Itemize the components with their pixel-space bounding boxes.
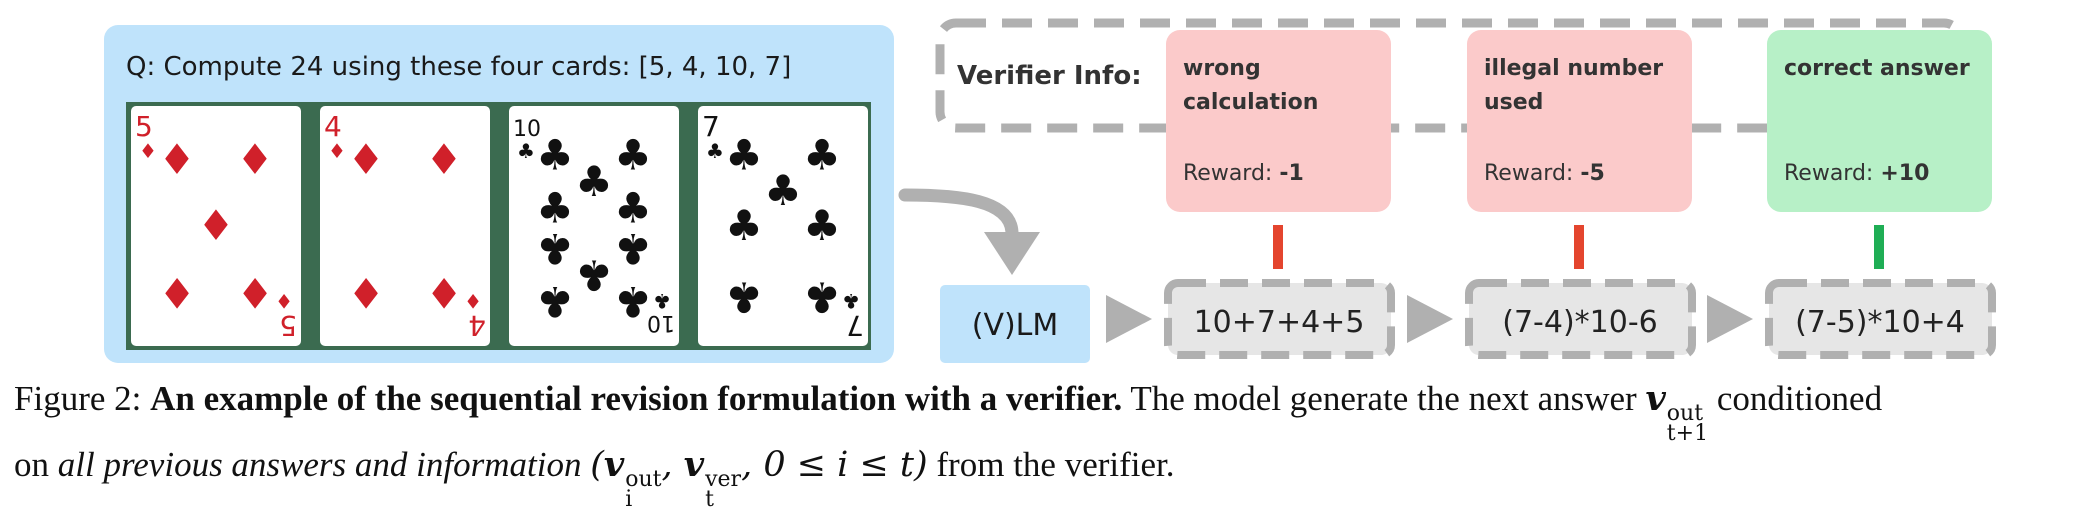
- reward-text: Reward: -1: [1183, 161, 1304, 186]
- reward-text: Reward: +10: [1784, 161, 1929, 186]
- card-rank: 10: [513, 117, 541, 142]
- club-pip-icon: ♣: [536, 277, 574, 326]
- club-pip-icon: ♣: [803, 272, 841, 321]
- verifier-info-box: [1467, 30, 1692, 212]
- playing-card: [320, 106, 490, 346]
- caption-text-1: The model generate the next answer: [1130, 379, 1637, 418]
- caption-line-2: on all previous answers and information …: [14, 444, 2089, 512]
- card-rank-flipped: 10: [647, 310, 675, 335]
- club-pip-icon: ♣: [575, 250, 613, 299]
- answer-box: [1465, 279, 1696, 359]
- verifier-info-box: [1166, 30, 1391, 212]
- club-pip-icon: ♣: [536, 183, 574, 232]
- club-pip-icon: ♣: [614, 131, 652, 180]
- caption-text-3: on: [14, 445, 49, 484]
- verifier-connector: [1273, 225, 1283, 269]
- flow-arrow-icon: [1106, 295, 1152, 343]
- club-pip-icon: ♣: [803, 131, 841, 180]
- answer-box: [1765, 279, 1996, 359]
- verifier-info-text: correct answer: [1784, 56, 1970, 81]
- input-arrow-head: [984, 232, 1040, 275]
- diamond-pip-icon: ♦: [236, 135, 274, 184]
- caption-italic: all previous answers and information: [57, 445, 582, 484]
- answer-box: [1164, 279, 1395, 359]
- verifier-info-text: used: [1484, 90, 1543, 115]
- verifier-label: Verifier Info:: [957, 61, 1142, 91]
- club-pip-icon: ♣: [575, 157, 613, 206]
- verifier-info-box: [1767, 30, 1992, 212]
- club-pip-icon: ♣: [725, 201, 763, 250]
- card-corner-suit-icon-flipped: ♣: [653, 289, 671, 313]
- model-box: [940, 285, 1090, 363]
- card-rank-flipped: 5: [279, 309, 297, 342]
- playing-card: [509, 106, 679, 346]
- club-pip-icon: ♣: [536, 131, 574, 180]
- caption-line-1: Figure 2: An example of the sequential r…: [14, 378, 2089, 446]
- verifier-info-text: wrong: [1183, 56, 1261, 81]
- verifier-info-text: illegal number: [1484, 56, 1663, 81]
- diamond-pip-icon: ♦: [158, 268, 196, 317]
- answer-text: (7-4)*10-6: [1502, 305, 1658, 340]
- caption-text-2: conditioned: [1716, 379, 1883, 418]
- club-pip-icon: ♣: [764, 166, 802, 215]
- club-pip-icon: ♣: [614, 224, 652, 273]
- club-pip-icon: ♣: [725, 272, 763, 321]
- caption-title: An example of the sequential revision fo…: [150, 379, 1123, 418]
- card-corner-suit-icon-flipped: ♦: [464, 289, 482, 313]
- card-rank: 4: [324, 110, 342, 143]
- model-label: (V)LM: [972, 308, 1059, 343]
- diamond-pip-icon: ♦: [425, 268, 463, 317]
- diamond-pip-icon: ♦: [158, 135, 196, 184]
- caption-figure-label: Figure 2:: [14, 379, 142, 418]
- input-arrow: [898, 188, 1019, 239]
- verifier-connector: [1874, 225, 1884, 269]
- playing-card: [698, 106, 868, 346]
- card-rank: 5: [135, 110, 153, 143]
- answer-text: (7-5)*10+4: [1795, 305, 1965, 340]
- reward-value: -1: [1279, 161, 1303, 186]
- card-rank: 7: [702, 110, 720, 143]
- club-pip-icon: ♣: [536, 224, 574, 273]
- club-pip-icon: ♣: [803, 201, 841, 250]
- diamond-pip-icon: ♦: [425, 135, 463, 184]
- flow-arrow-icon: [1707, 295, 1753, 343]
- verifier-connector: [1574, 225, 1584, 269]
- verifier-info-text: calculation: [1183, 90, 1318, 115]
- club-pip-icon: ♣: [725, 131, 763, 180]
- club-pip-icon: ♣: [614, 183, 652, 232]
- diamond-pip-icon: ♦: [197, 201, 235, 250]
- flow-arrow-icon: [1407, 295, 1453, 343]
- diamond-pip-icon: ♦: [236, 268, 274, 317]
- caption-text-4: from the verifier.: [936, 445, 1175, 484]
- diamond-pip-icon: ♦: [347, 268, 385, 317]
- card-corner-suit-icon: ♦: [139, 139, 157, 163]
- figure: Q: Compute 24 using these four cards: [5…: [104, 18, 1996, 363]
- reward-value: +10: [1880, 161, 1929, 186]
- answer-text: 10+7+4+5: [1194, 305, 1365, 340]
- card-corner-suit-icon-flipped: ♣: [842, 289, 860, 313]
- reward-value: -5: [1580, 161, 1604, 186]
- cards-group: 5♦5♦♦♦♦♦♦4♦4♦♦♦♦♦10♣10♣♣♣♣♣♣♣♣♣♣♣7♣7♣♣♣♣…: [131, 106, 868, 346]
- club-pip-icon: ♣: [614, 277, 652, 326]
- card-corner-suit-icon: ♣: [517, 139, 535, 163]
- card-corner-suit-icon: ♦: [328, 139, 346, 163]
- card-rank-flipped: 4: [468, 309, 486, 342]
- reward-text: Reward: -5: [1484, 161, 1605, 186]
- card-corner-suit-icon-flipped: ♦: [275, 289, 293, 313]
- question-text: Q: Compute 24 using these four cards: [5…: [126, 52, 791, 82]
- playing-card: [131, 106, 301, 346]
- card-rank-flipped: 7: [846, 309, 864, 342]
- card-corner-suit-icon: ♣: [706, 139, 724, 163]
- figure-caption: Figure 2: An example of the sequential r…: [14, 378, 2089, 512]
- diamond-pip-icon: ♦: [347, 135, 385, 184]
